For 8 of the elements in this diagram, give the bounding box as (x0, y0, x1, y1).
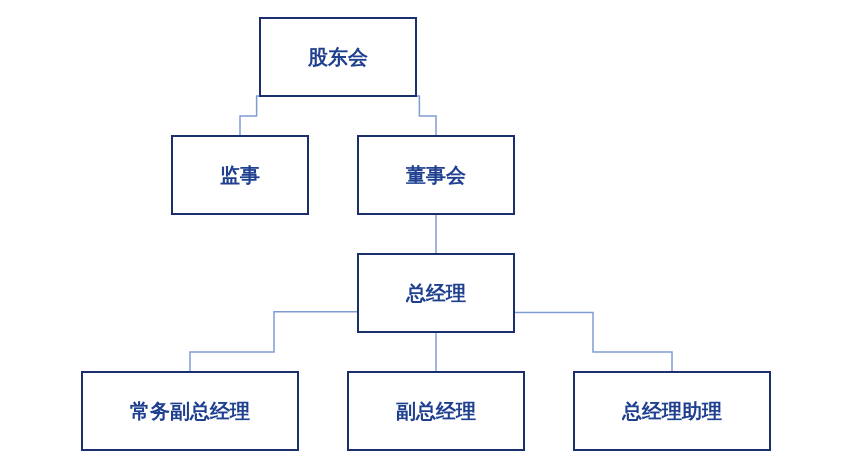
connector (514, 312, 673, 373)
connector (435, 331, 437, 373)
connector (189, 310, 358, 373)
node-box: 董事会 (357, 135, 515, 215)
node-box: 常务副总经理 (81, 371, 299, 451)
connector (435, 213, 437, 255)
node-box: 副总经理 (347, 371, 525, 451)
node-box: 监事 (171, 135, 309, 215)
